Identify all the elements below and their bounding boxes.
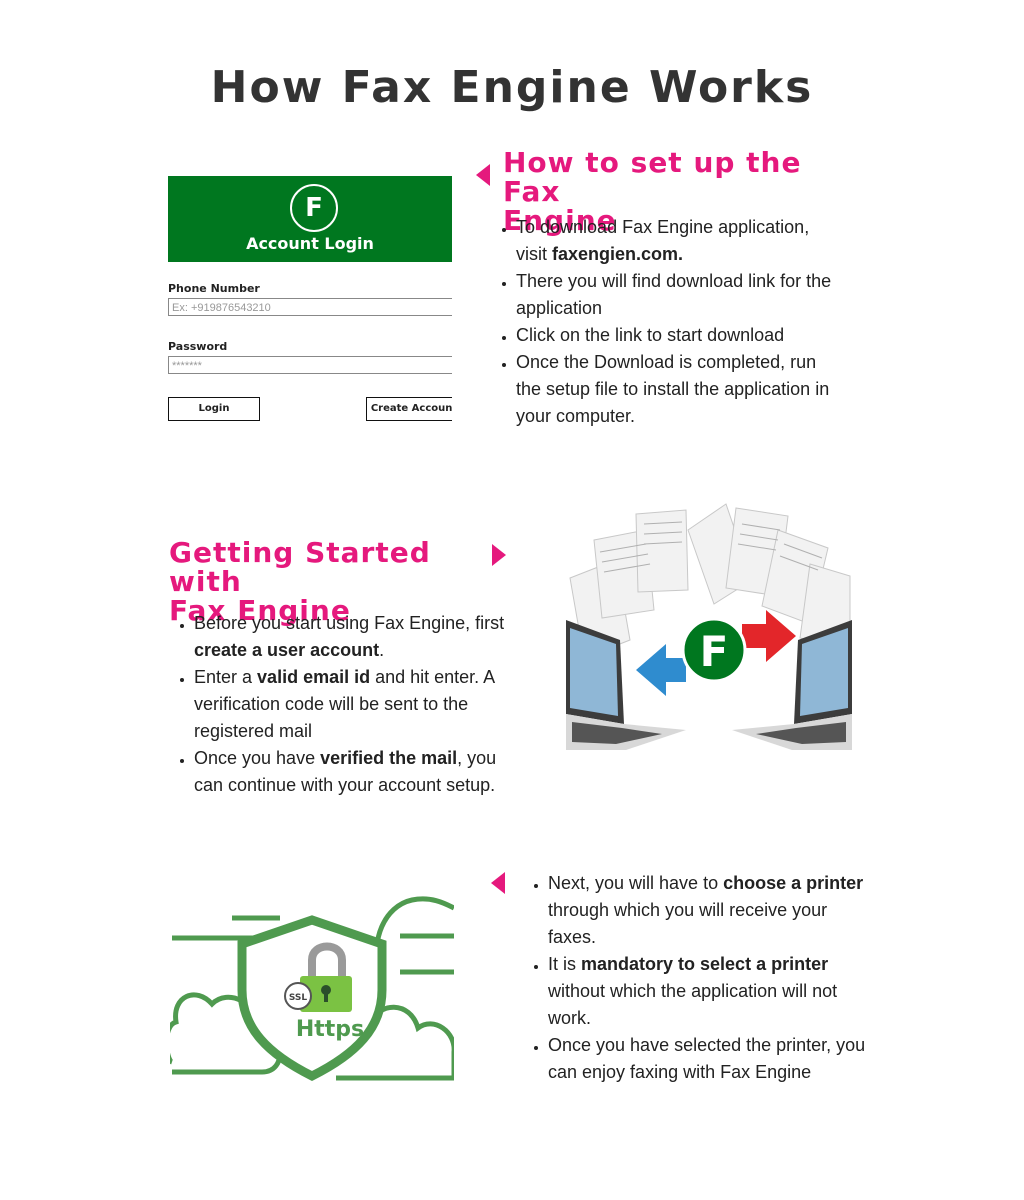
section1-heading-line2: Engine xyxy=(503,204,617,237)
bullet-bold-text: valid email id xyxy=(257,667,371,687)
list-item: Next, you will have to choose a printer … xyxy=(548,870,870,951)
list-item: Enter a valid email id and hit enter. A … xyxy=(194,664,512,745)
left-laptop-icon xyxy=(566,620,686,750)
section2-heading: Getting Started with Fax Engine xyxy=(169,538,499,625)
bullet-bold-text: verified the mail xyxy=(320,748,458,768)
bullet-bold-text: mandatory to select a printer xyxy=(581,954,829,974)
password-label: Password xyxy=(168,340,228,353)
list-item: Before you start using Fax Engine, first… xyxy=(194,610,512,664)
bullet-text: through which you will receive your faxe… xyxy=(548,900,828,947)
bullet-text: without which the application will not w… xyxy=(548,981,838,1028)
list-item: Once you have verified the mail, you can… xyxy=(194,745,512,799)
section1-bullet-list: To download Fax Engine application, visi… xyxy=(490,214,838,430)
bullet-text: Before you start using Fax Engine, first xyxy=(194,613,505,633)
bullet-text: Once you have xyxy=(194,748,321,768)
logo-letter: F xyxy=(700,627,729,676)
pointer-left-icon xyxy=(491,872,505,894)
bullet-text: Enter a xyxy=(194,667,258,687)
login-header-title: Account Login xyxy=(246,234,374,253)
section2-bullet-list: Before you start using Fax Engine, first… xyxy=(168,610,512,799)
bullet-text: Once the Download is completed, run the … xyxy=(516,352,830,426)
https-security-illustration: SSL Https xyxy=(170,896,454,1082)
section2-heading-line2: Fax Engine xyxy=(169,594,351,627)
right-laptop-icon xyxy=(732,620,852,750)
bullet-text: To download Fax Engine application, visi… xyxy=(516,217,810,264)
https-text: Https xyxy=(296,1017,364,1042)
pointer-left-icon xyxy=(476,164,490,186)
bullet-link-text: faxengien.com. xyxy=(552,244,684,264)
list-item: Once the Download is completed, run the … xyxy=(516,349,838,430)
bullet-bold-text: choose a printer xyxy=(723,873,864,893)
padlock-shackle-icon xyxy=(308,942,346,978)
bullet-text: , you can continue with your account set… xyxy=(194,748,497,795)
login-header-bar: F Account Login xyxy=(168,176,452,262)
bullet-text: . xyxy=(379,640,385,660)
fax-engine-logo-icon: F xyxy=(290,184,338,232)
pointer-right-icon xyxy=(492,544,506,566)
bullet-text: Once you have selected the printer, you … xyxy=(548,1035,866,1082)
account-login-mockup: F Account Login Phone Number Ex: +919876… xyxy=(168,176,452,432)
fax-engine-logo-icon xyxy=(681,617,747,683)
bullet-text: Next, you will have to xyxy=(548,873,724,893)
section2-heading-line1: Getting Started with xyxy=(169,536,431,598)
list-item: There you will find download link for th… xyxy=(516,268,838,322)
list-item: Once you have selected the printer, you … xyxy=(548,1032,870,1086)
list-item: It is mandatory to select a printer with… xyxy=(548,951,870,1032)
page-title: How Fax Engine Works xyxy=(210,62,814,113)
list-item: To download Fax Engine application, visi… xyxy=(516,214,838,268)
red-arrow-icon xyxy=(742,610,796,662)
phone-number-label: Phone Number xyxy=(168,282,260,295)
bullet-text: Click on the link to start download xyxy=(516,325,785,345)
bullet-text: It is xyxy=(548,954,582,974)
create-account-button[interactable]: Create Account xyxy=(366,397,452,421)
blue-arrow-icon xyxy=(636,644,686,696)
bullet-text: and hit enter. A verification code will … xyxy=(194,667,495,741)
section1-heading-line1: How to set up the Fax xyxy=(503,146,802,208)
login-button[interactable]: Login xyxy=(168,397,260,421)
bullet-bold-text: create a user account xyxy=(194,640,380,660)
bullet-text: There you will find download link for th… xyxy=(516,271,832,318)
password-field[interactable]: ******* xyxy=(168,356,452,374)
ssl-badge-text: SSL xyxy=(289,993,308,1003)
section1-heading: How to set up the Fax Engine xyxy=(503,148,843,235)
list-item: Click on the link to start download xyxy=(516,322,838,349)
section3-bullet-list: Next, you will have to choose a printer … xyxy=(522,870,870,1086)
ssl-badge-icon xyxy=(284,982,312,1010)
fax-transfer-illustration: F xyxy=(566,503,852,750)
phone-number-field[interactable]: Ex: +919876543210 xyxy=(168,298,452,316)
papers-icon xyxy=(569,503,851,659)
